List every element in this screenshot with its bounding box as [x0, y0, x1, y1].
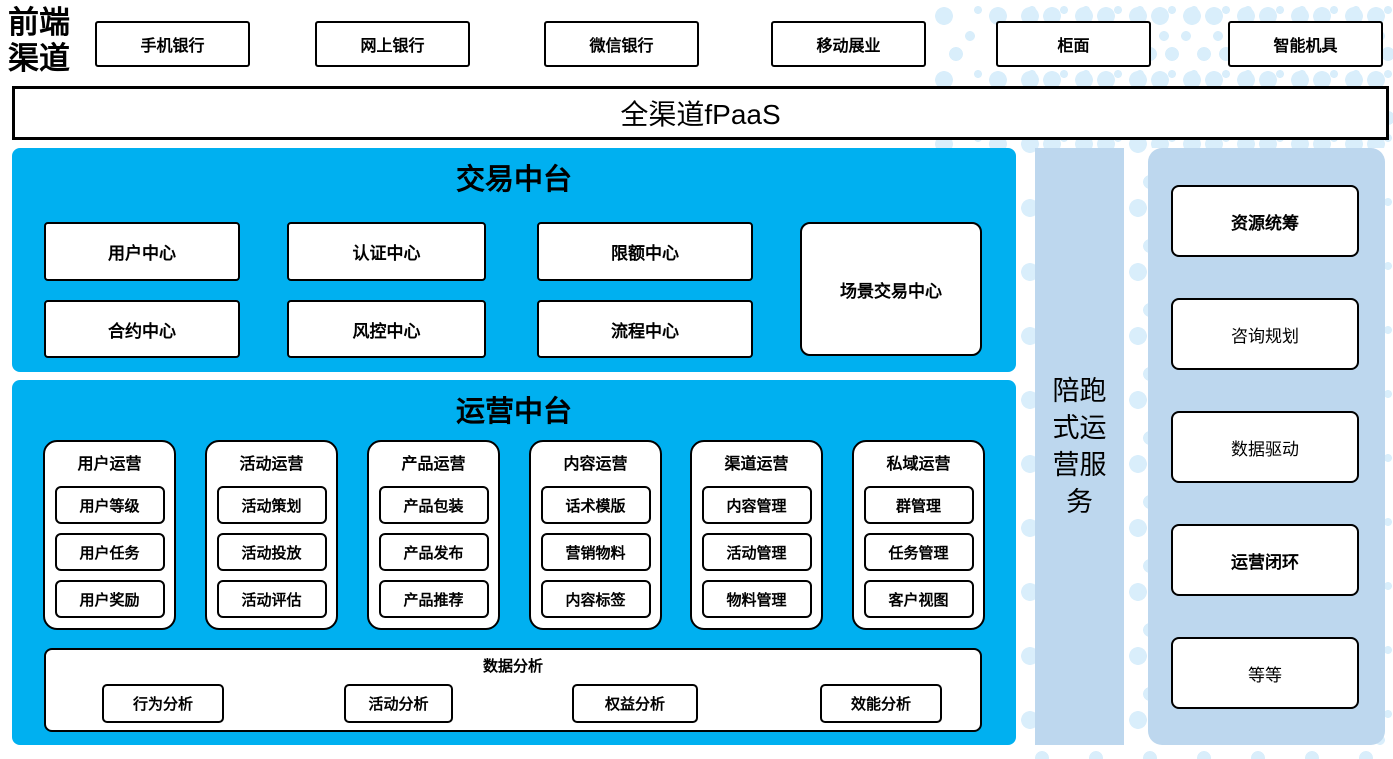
group-item: 产品推荐 [378, 580, 489, 618]
data-analysis-panel: 数据分析 行为分析 活动分析 权益分析 效能分析 [44, 648, 982, 732]
channel-box-mobile-outreach: 移动展业 [771, 21, 926, 67]
operation-platform: 运营中台 用户运营 用户等级 用户任务 用户奖励 活动运营 活动策划 活动投放 … [12, 380, 1016, 745]
group-title: 产品运营 [401, 456, 466, 473]
transaction-platform: 交易中台 用户中心 认证中心 限额中心 合约中心 风控中心 流程中心 场景交易中… [12, 148, 1016, 372]
front-channels-label: 前端 渠道 [8, 5, 70, 77]
center-box-user: 用户中心 [44, 222, 240, 281]
group-item: 物料管理 [701, 580, 812, 618]
center-box-risk: 风控中心 [287, 300, 486, 358]
channel-box-mobile-banking: 手机银行 [95, 21, 250, 67]
group-item: 群管理 [863, 486, 974, 524]
group-item: 内容标签 [540, 580, 651, 618]
data-analysis-title: 数据分析 [482, 658, 543, 675]
group-item: 客户视图 [863, 580, 974, 618]
group-box-channel-operation: 渠道运营 内容管理 活动管理 物料管理 [690, 440, 823, 630]
group-box-product-operation: 产品运营 产品包装 产品发布 产品推荐 [367, 440, 500, 630]
group-item: 话术模版 [540, 486, 651, 524]
analysis-item-activity: 活动分析 [344, 684, 453, 723]
channel-box-online-banking: 网上银行 [315, 21, 470, 67]
group-box-private-domain-operation: 私域运营 群管理 任务管理 客户视图 [852, 440, 985, 630]
group-box-content-operation: 内容运营 话术模版 营销物料 内容标签 [529, 440, 662, 630]
group-item: 内容管理 [701, 486, 812, 524]
analysis-item-efficiency: 效能分析 [820, 684, 942, 723]
group-item: 活动投放 [216, 533, 327, 571]
accompanying-service-bar: 陪跑式运营服务 [1035, 148, 1124, 745]
group-item: 用户等级 [54, 486, 165, 524]
service-box-operation-loop: 运营闭环 [1171, 524, 1359, 596]
center-box-contract: 合约中心 [44, 300, 240, 358]
channel-box-counter: 柜面 [996, 21, 1151, 67]
service-box-data-driven: 数据驱动 [1171, 411, 1359, 483]
center-box-limit: 限额中心 [537, 222, 753, 281]
operation-platform-title: 运营中台 [455, 394, 572, 428]
service-items-panel: 资源统筹 咨询规划 数据驱动 运营闭环 等等 [1148, 148, 1385, 745]
group-item: 活动管理 [701, 533, 812, 571]
service-box-etc: 等等 [1171, 637, 1359, 709]
channel-box-smart-devices: 智能机具 [1228, 21, 1383, 67]
group-title: 活动运营 [239, 456, 304, 473]
fpaas-label: 全渠道fPaaS [620, 99, 781, 130]
transaction-platform-title: 交易中台 [455, 162, 572, 196]
group-item: 产品包装 [378, 486, 489, 524]
service-box-consulting-planning: 咨询规划 [1171, 298, 1359, 370]
group-item: 任务管理 [863, 533, 974, 571]
center-box-auth: 认证中心 [287, 222, 486, 281]
channel-box-wechat-banking: 微信银行 [544, 21, 699, 67]
group-title: 私域运营 [886, 456, 951, 473]
center-box-scene-transaction: 场景交易中心 [800, 222, 982, 356]
center-box-process: 流程中心 [537, 300, 753, 358]
group-title: 渠道运营 [724, 456, 789, 473]
group-item: 营销物料 [540, 533, 651, 571]
group-title: 内容运营 [563, 456, 628, 473]
fpaas-bar: 全渠道fPaaS [12, 86, 1389, 140]
analysis-item-behavior: 行为分析 [102, 684, 224, 723]
group-box-user-operation: 用户运营 用户等级 用户任务 用户奖励 [43, 440, 176, 630]
group-item: 产品发布 [378, 533, 489, 571]
accompanying-service-label: 陪跑式运营服务 [1052, 375, 1107, 517]
analysis-item-rights: 权益分析 [572, 684, 698, 723]
group-item: 用户任务 [54, 533, 165, 571]
group-item: 活动策划 [216, 486, 327, 524]
group-item: 活动评估 [216, 580, 327, 618]
group-box-activity-operation: 活动运营 活动策划 活动投放 活动评估 [205, 440, 338, 630]
service-box-resource-coordination: 资源统筹 [1171, 185, 1359, 257]
group-item: 用户奖励 [54, 580, 165, 618]
group-title: 用户运营 [77, 456, 142, 473]
